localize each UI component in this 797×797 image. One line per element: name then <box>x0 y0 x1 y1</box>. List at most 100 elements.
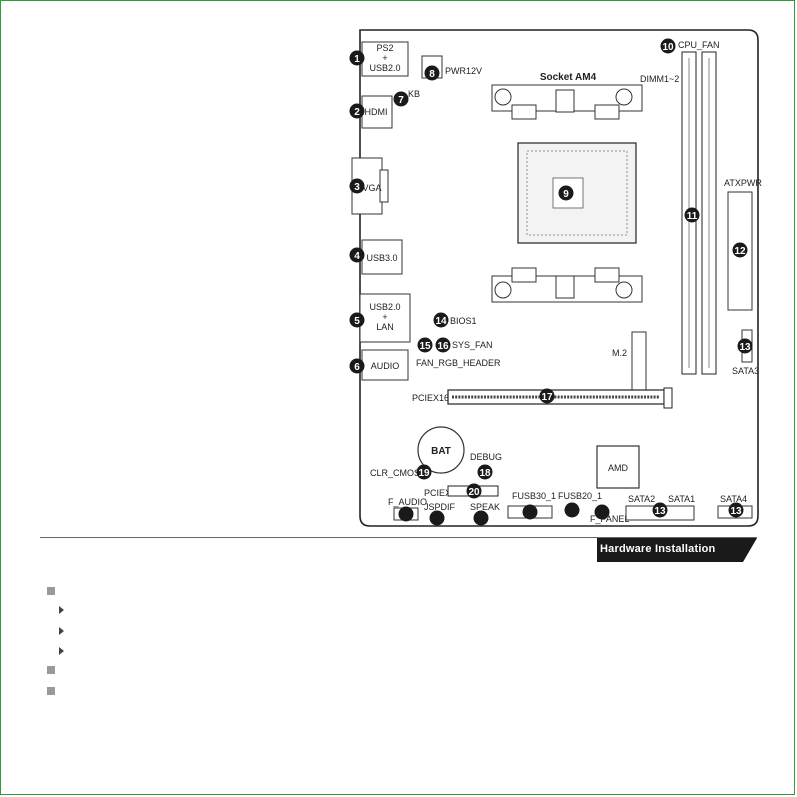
hdmi-label: HDMI <box>365 107 388 117</box>
badge-17: 17 <box>539 388 555 404</box>
cpu-fan-label: CPU_FAN <box>678 40 720 50</box>
badge-3: 3 <box>349 178 365 194</box>
svg-text:19: 19 <box>418 468 430 479</box>
svg-text:15: 15 <box>419 341 431 352</box>
fusb30-label: FUSB30_1 <box>512 491 556 501</box>
svg-text:8: 8 <box>429 69 435 80</box>
speak-label: SPEAK <box>470 502 500 512</box>
sata3-label: SATA3 <box>732 366 759 376</box>
badge-7: 7 <box>393 91 409 107</box>
svg-text:13: 13 <box>730 506 742 517</box>
sata1-label: SATA1 <box>668 494 695 504</box>
svg-text:13: 13 <box>654 506 666 517</box>
badge-18: 18 <box>477 464 493 480</box>
lan-usb-label: USB2.0 <box>369 302 400 312</box>
lan-plus: + <box>382 312 387 322</box>
section-divider <box>40 537 757 538</box>
debug-label: DEBUG <box>470 452 502 462</box>
badge-1: 1 <box>349 50 365 66</box>
m2-label: M.2 <box>612 348 627 358</box>
bullet-square <box>47 687 55 695</box>
badge-fusb20 <box>564 502 580 518</box>
svg-text:11: 11 <box>687 211 698 222</box>
svg-text:3: 3 <box>354 182 360 193</box>
ps2-label: PS2 <box>376 43 393 53</box>
svg-text:12: 12 <box>734 246 746 257</box>
bios-label: BIOS1 <box>450 316 477 326</box>
svg-text:14: 14 <box>435 316 447 327</box>
badge-6: 6 <box>349 358 365 374</box>
badge-13c: 13 <box>728 502 744 518</box>
badge-f-panel <box>594 504 610 520</box>
socket-label: Socket AM4 <box>540 72 597 83</box>
usb30-label: USB3.0 <box>366 253 397 263</box>
pwr12v-label: PWR12V <box>445 66 482 76</box>
ps2-usb-port <box>361 41 409 77</box>
badge-fusb30 <box>522 504 538 520</box>
hdmi-port <box>361 95 393 129</box>
badge-13b: 13 <box>652 502 668 518</box>
svg-text:16: 16 <box>437 341 449 352</box>
badge-19: 19 <box>416 464 432 480</box>
amd-label: AMD <box>608 463 629 473</box>
f-audio-label: F_AUDIO <box>388 497 427 507</box>
bullet-square <box>47 666 55 674</box>
pciex16-label: PCIEX16 <box>412 393 449 403</box>
atxpwr-label: ATXPWR <box>724 178 762 188</box>
bat-label: BAT <box>431 446 451 457</box>
badge-8: 8 <box>424 65 440 81</box>
fusb20-label: FUSB20_1 <box>558 491 602 501</box>
bullet-square <box>47 587 55 595</box>
sata2-label: SATA2 <box>628 494 655 504</box>
badge-jspdif <box>429 510 445 526</box>
badge-11: 11 <box>684 207 700 223</box>
audio-label: AUDIO <box>371 361 400 371</box>
retention-bracket-top <box>491 84 643 120</box>
dimm-label: DIMM1~2 <box>640 74 679 84</box>
lan-label: LAN <box>376 322 394 332</box>
vga-label: VGA <box>362 183 381 193</box>
f-panel-label: F_PANEL <box>590 514 629 524</box>
kb-label: KB <box>408 89 420 99</box>
sys-fan-label: SYS_FAN <box>452 340 493 350</box>
m2-slot <box>631 331 647 393</box>
battery <box>417 426 465 474</box>
bullet-arrow <box>59 627 64 635</box>
badge-15: 15 <box>417 337 433 353</box>
svg-text:10: 10 <box>662 42 674 53</box>
retention-bracket-bottom <box>491 267 643 303</box>
ps2-plus: + <box>382 53 387 63</box>
banner-text: Hardware Installation <box>600 543 716 555</box>
badge-10: 10 <box>660 38 676 54</box>
svg-text:7: 7 <box>398 95 404 106</box>
bullet-arrow <box>59 647 64 655</box>
svg-text:2: 2 <box>354 107 360 118</box>
svg-text:6: 6 <box>354 362 360 373</box>
svg-text:20: 20 <box>468 487 480 498</box>
pciex1-label: PCIEX1 <box>424 488 456 498</box>
bullet-arrow <box>59 606 64 614</box>
badge-14: 14 <box>433 312 449 328</box>
svg-text:4: 4 <box>354 251 360 262</box>
badge-20: 20 <box>466 483 482 499</box>
jspdif-label: JSPDIF <box>424 502 456 512</box>
badge-2: 2 <box>349 103 365 119</box>
svg-text:17: 17 <box>541 392 553 403</box>
amd-chipset <box>596 445 640 489</box>
svg-text:18: 18 <box>479 468 491 479</box>
badge-4: 4 <box>349 247 365 263</box>
badge-13a: 13 <box>737 338 753 354</box>
svg-text:13: 13 <box>739 342 751 353</box>
clr-cmos-label: CLR_CMOS <box>370 468 420 478</box>
sata4-label: SATA4 <box>720 494 747 504</box>
badge-5: 5 <box>349 312 365 328</box>
badge-16: 16 <box>435 337 451 353</box>
fan-rgb-label: FAN_RGB_HEADER <box>416 358 501 368</box>
badge-f-audio <box>398 506 414 522</box>
ps2-usb-label: USB2.0 <box>369 63 400 73</box>
svg-text:1: 1 <box>354 54 360 65</box>
svg-text:5: 5 <box>354 316 360 327</box>
badge-12: 12 <box>732 242 748 258</box>
